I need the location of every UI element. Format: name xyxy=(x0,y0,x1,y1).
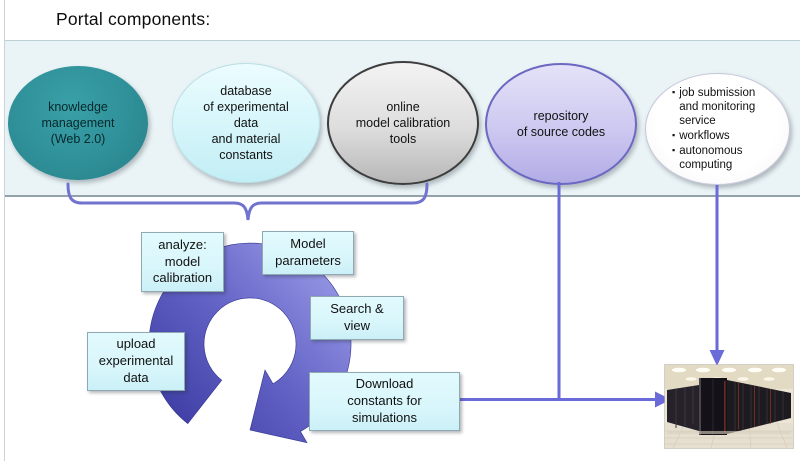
service-label: job submission and monitoring service xyxy=(679,87,756,128)
source-repository-label: repository of source codes xyxy=(516,109,606,139)
list-item: ▪ autonomous computing xyxy=(672,144,755,172)
process-box-upload: upload experimental data xyxy=(87,332,185,391)
download-label: Download constants for simulations xyxy=(347,376,422,425)
ellipse-knowledge-management: knowledge management (Web 2.0) xyxy=(8,66,148,180)
arrow-down-icon xyxy=(709,350,725,366)
process-box-download: Download constants for simulations xyxy=(309,372,460,431)
slide-left-border xyxy=(4,0,5,461)
process-box-model-parameters: Model parameters xyxy=(262,231,354,275)
supercomputer-photo xyxy=(665,365,793,449)
list-item: ▪ workflows xyxy=(672,129,755,143)
experimental-database-label: database of experimental data and materi… xyxy=(203,84,289,162)
page-title: Portal components: xyxy=(56,9,211,29)
ellipse-source-repository: repository of source codes xyxy=(485,63,637,185)
process-box-search-view: Search & view xyxy=(310,296,404,340)
service-label: workflows xyxy=(679,130,730,143)
bullet-icon: ▪ xyxy=(672,145,676,156)
process-box-analyze: analyze: model calibration xyxy=(141,232,224,292)
supercomputer-illustration xyxy=(665,365,793,449)
model-parameters-label: Model parameters xyxy=(275,236,341,268)
ellipse-services: ▪ job submission and monitoring service … xyxy=(645,73,790,185)
ellipse-experimental-database: database of experimental data and materi… xyxy=(172,63,320,183)
services-list: ▪ job submission and monitoring service … xyxy=(672,86,755,172)
list-item: ▪ job submission and monitoring service xyxy=(672,86,755,128)
bullet-icon: ▪ xyxy=(672,87,676,97)
ellipse-calibration-tools: online model calibration tools xyxy=(327,61,479,185)
knowledge-management-label: knowledge management (Web 2.0) xyxy=(41,100,115,146)
service-label: autonomous computing xyxy=(679,145,743,172)
calibration-tools-label: online model calibration tools xyxy=(355,100,451,146)
analyze-label: analyze: model calibration xyxy=(152,236,213,286)
bullet-icon: ▪ xyxy=(672,130,676,141)
search-view-label: Search & view xyxy=(330,301,384,333)
upload-label: upload experimental data xyxy=(98,336,174,385)
